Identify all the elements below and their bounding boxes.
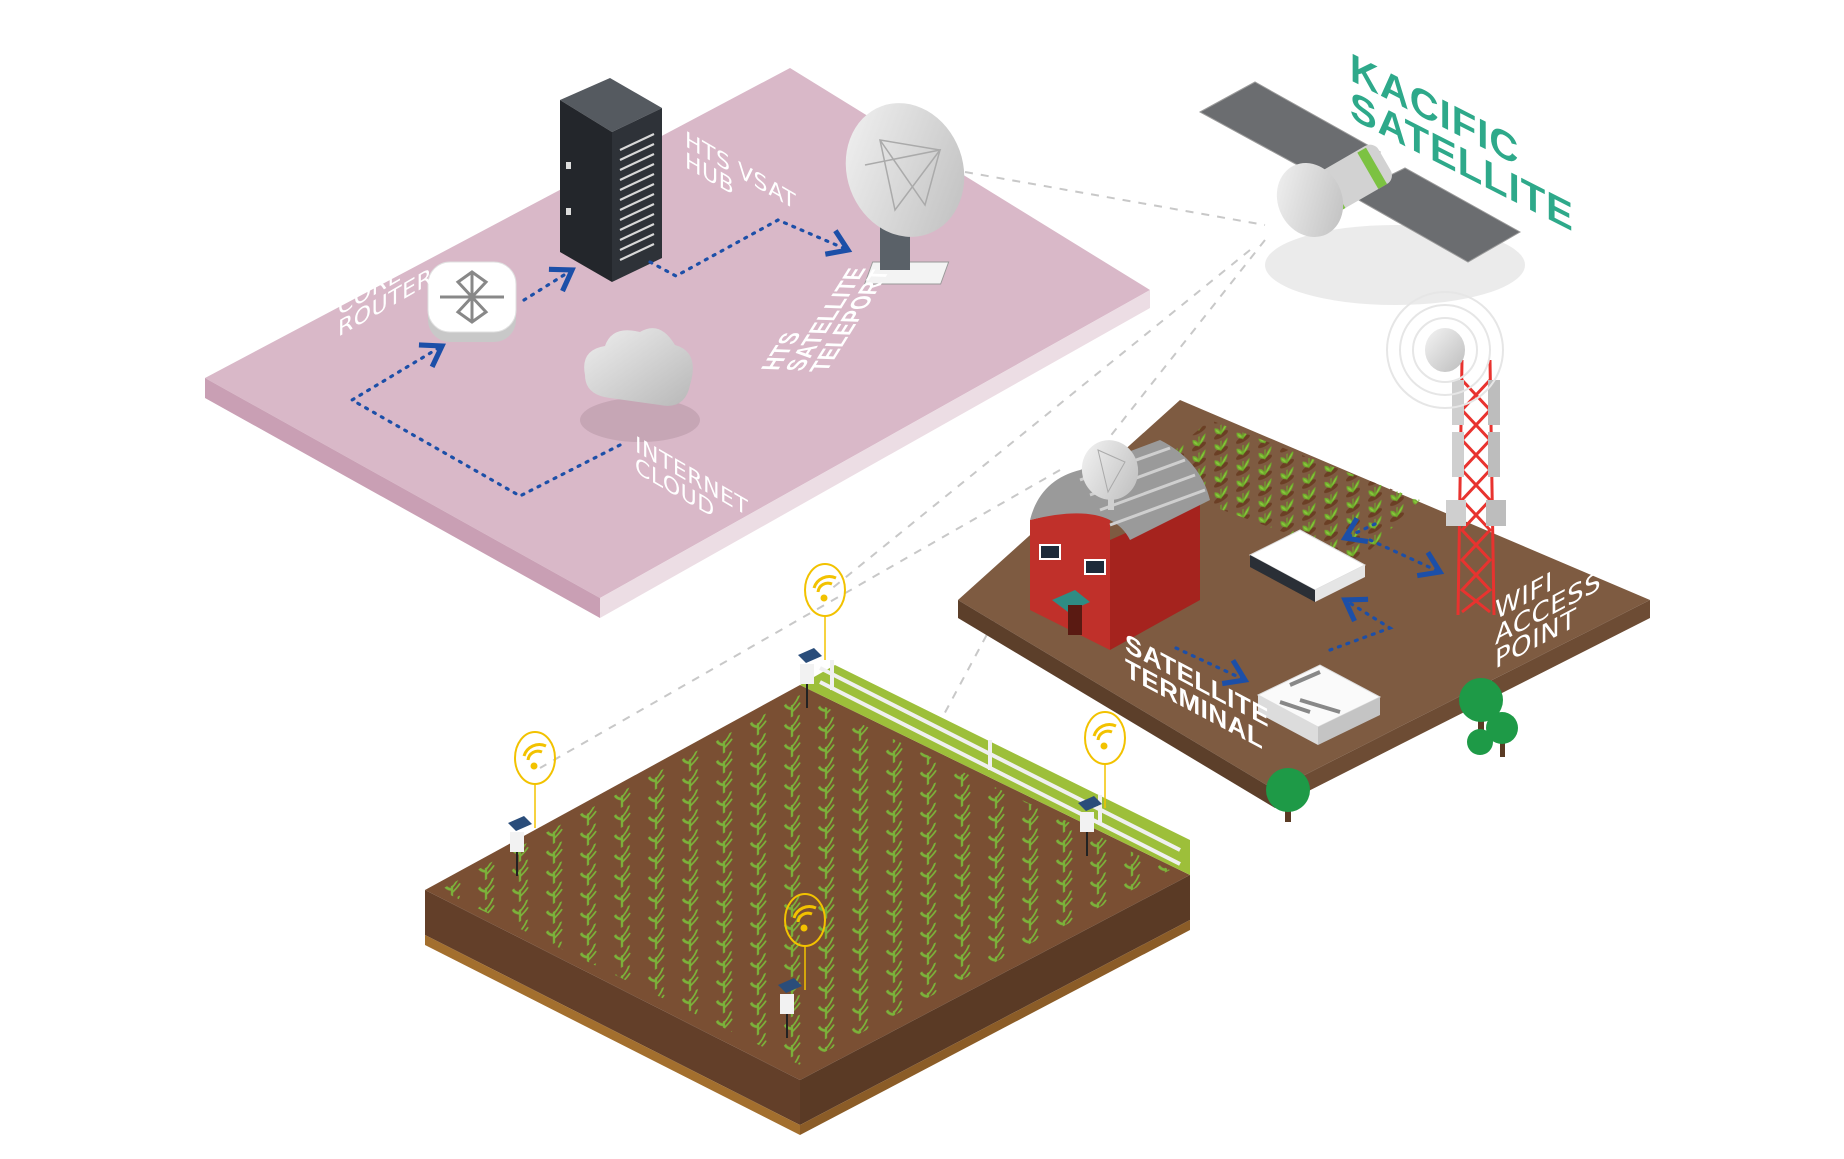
field-bottom-strip-right xyxy=(800,920,1190,1135)
satellite-icon xyxy=(1198,81,1525,305)
link-tower-to-modem xyxy=(1340,516,1377,545)
modem-icon xyxy=(1248,529,1367,602)
tree-icon xyxy=(1266,678,1518,822)
link-switch-to-modem xyxy=(1328,596,1394,652)
farm-platform-left-edge xyxy=(958,600,1275,808)
field-left-edge xyxy=(425,890,800,1125)
corn-rows xyxy=(440,695,1170,1065)
teleport-links xyxy=(348,218,853,498)
link-satellite-to-barn-dish-2 xyxy=(829,249,1251,591)
iot-sensor-icon xyxy=(508,731,556,876)
satellite-dish-icon xyxy=(1081,440,1139,510)
teleport-platform-left-edge xyxy=(205,378,600,618)
field-bottom-strip xyxy=(425,935,800,1135)
link-barn-to-switch xyxy=(1174,646,1250,687)
teleport-platform xyxy=(205,68,1150,618)
link-cloud-to-router xyxy=(348,342,622,498)
iot-sensor-icon xyxy=(798,563,846,708)
crop-field xyxy=(425,660,1190,1135)
link-barn-to-iot-1 xyxy=(539,469,1061,769)
iot-sensors xyxy=(508,563,1126,1038)
link-modem-to-tower xyxy=(1368,538,1445,579)
cell-tower-icon xyxy=(1386,291,1506,616)
iot-sensor-icon xyxy=(1078,711,1126,856)
field-right-edge xyxy=(800,875,1190,1125)
link-teleport-to-satellite xyxy=(964,171,1266,226)
router-icon xyxy=(427,261,517,342)
switch-icon xyxy=(1256,664,1382,745)
server-rack-icon xyxy=(560,78,662,282)
farm-links xyxy=(1174,516,1445,687)
iot-sensor-icon xyxy=(778,893,826,1038)
cloud-icon xyxy=(580,328,700,442)
satellite-dish-icon xyxy=(845,103,965,285)
fence xyxy=(819,660,1181,866)
teleport-platform-top xyxy=(205,68,1150,598)
link-router-to-hub xyxy=(522,266,576,302)
teleport-platform-right-edge xyxy=(600,290,1150,618)
